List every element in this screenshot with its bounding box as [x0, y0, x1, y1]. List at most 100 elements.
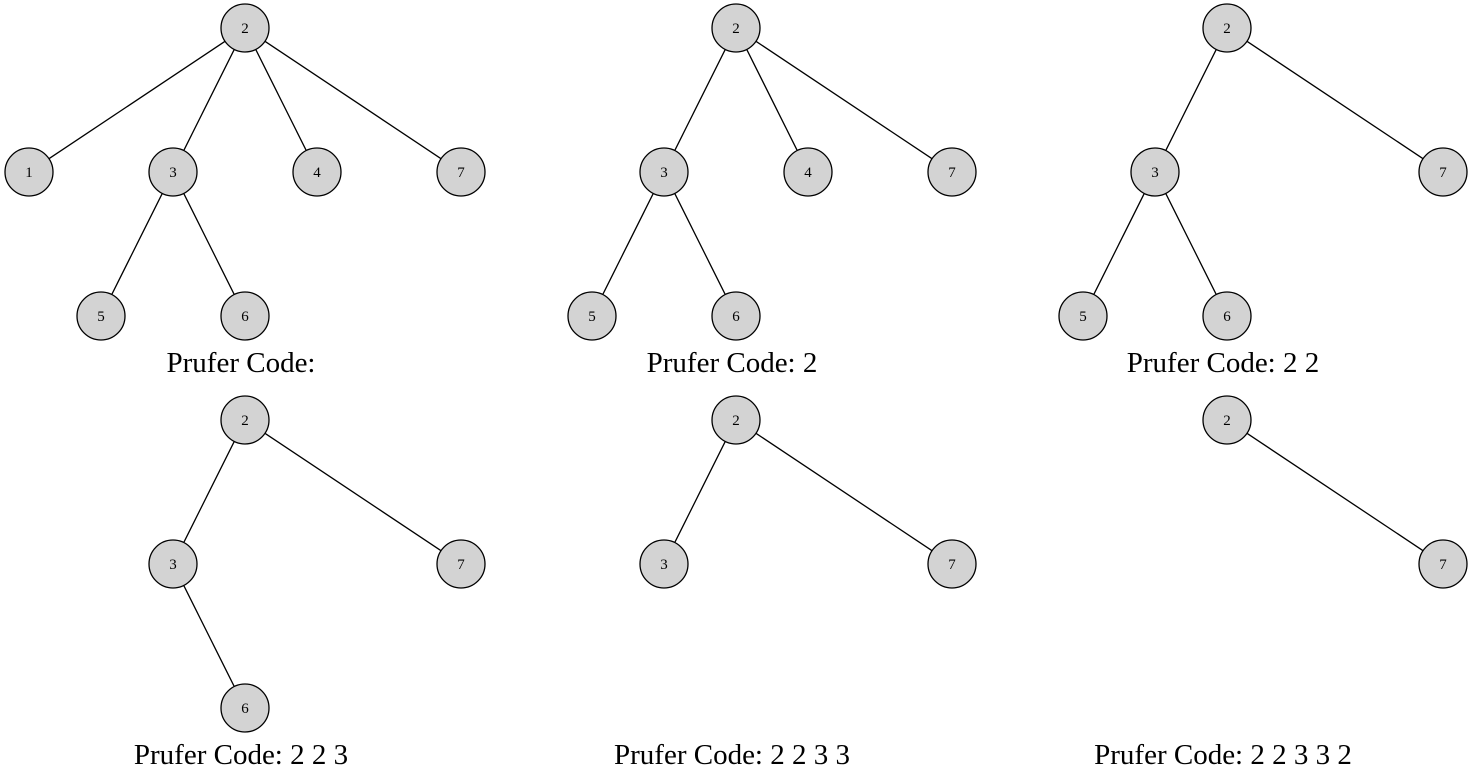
node-label: 2	[732, 21, 740, 37]
tree-node-3: 3	[148, 539, 198, 589]
node-circle	[220, 3, 270, 53]
tree-node-3: 3	[1130, 147, 1180, 197]
node-circle	[1130, 147, 1180, 197]
node-circle	[148, 147, 198, 197]
tree-node-7: 7	[927, 539, 977, 589]
node-label: 2	[1223, 21, 1231, 37]
edge-2-4	[746, 49, 798, 151]
node-label: 6	[241, 309, 249, 325]
tree-node-2: 2	[1202, 395, 1252, 445]
edge-3-5	[111, 193, 163, 295]
tree-node-7: 7	[436, 539, 486, 589]
node-label: 5	[1079, 309, 1087, 325]
node-label: 3	[169, 165, 177, 181]
node-circle	[639, 539, 689, 589]
node-circle	[1202, 291, 1252, 341]
node-label: 4	[313, 165, 321, 181]
prufer-code-caption: Prufer Code: 2 2 3	[134, 739, 348, 771]
node-label: 7	[457, 557, 465, 573]
node-label: 7	[1439, 165, 1447, 181]
tree-node-4: 4	[783, 147, 833, 197]
node-circle	[1202, 395, 1252, 445]
tree-node-2: 2	[711, 3, 761, 53]
edge-2-1	[48, 40, 226, 160]
node-circle	[639, 147, 689, 197]
tree-node-3: 3	[639, 147, 689, 197]
node-label: 5	[588, 309, 596, 325]
node-circle	[711, 395, 761, 445]
node-label: 7	[948, 165, 956, 181]
node-circle	[292, 147, 342, 197]
edge-2-3	[674, 49, 726, 151]
node-circle	[1418, 539, 1468, 589]
edge-2-7	[1246, 432, 1424, 552]
tree-node-2: 2	[1202, 3, 1252, 53]
tree-node-4: 4	[292, 147, 342, 197]
node-label: 3	[1151, 165, 1159, 181]
node-circle	[927, 539, 977, 589]
node-circle	[220, 291, 270, 341]
edge-2-7	[1246, 40, 1424, 160]
prufer-code-caption: Prufer Code: 2 2 3 3 2	[1094, 739, 1352, 771]
tree-node-7: 7	[1418, 147, 1468, 197]
tree-node-2: 2	[220, 3, 270, 53]
node-label: 1	[25, 165, 33, 181]
tree-node-6: 6	[220, 683, 270, 733]
tree-node-2: 2	[711, 395, 761, 445]
edge-2-4	[255, 49, 307, 151]
node-circle	[711, 3, 761, 53]
node-circle	[436, 539, 486, 589]
node-label: 6	[241, 701, 249, 717]
node-label: 2	[241, 21, 249, 37]
tree-node-5: 5	[76, 291, 126, 341]
edge-3-5	[1093, 193, 1145, 295]
node-label: 5	[97, 309, 105, 325]
edge-2-7	[264, 40, 442, 160]
node-label: 6	[1223, 309, 1231, 325]
tree-node-7: 7	[1418, 539, 1468, 589]
tree-node-5: 5	[567, 291, 617, 341]
node-label: 2	[241, 413, 249, 429]
node-label: 2	[732, 413, 740, 429]
edge-3-6	[1165, 193, 1217, 295]
node-circle	[148, 539, 198, 589]
tree-node-7: 7	[927, 147, 977, 197]
prufer-code-caption: Prufer Code:	[167, 347, 316, 379]
node-label: 7	[457, 165, 465, 181]
tree-node-1: 1	[4, 147, 54, 197]
tree-node-5: 5	[1058, 291, 1108, 341]
node-circle	[711, 291, 761, 341]
node-circle	[783, 147, 833, 197]
node-circle	[1418, 147, 1468, 197]
node-circle	[4, 147, 54, 197]
tree-node-6: 6	[1202, 291, 1252, 341]
tree-node-3: 3	[148, 147, 198, 197]
node-circle	[1202, 3, 1252, 53]
node-circle	[220, 683, 270, 733]
edge-3-6	[674, 193, 726, 295]
node-label: 3	[660, 557, 668, 573]
prufer-code-caption: Prufer Code: 2 2	[1127, 347, 1320, 379]
node-circle	[76, 291, 126, 341]
edge-3-6	[183, 585, 235, 687]
node-label: 6	[732, 309, 740, 325]
prufer-code-caption: Prufer Code: 2 2 3 3	[614, 739, 850, 771]
node-label: 7	[948, 557, 956, 573]
tree-node-3: 3	[639, 539, 689, 589]
node-circle	[567, 291, 617, 341]
node-label: 4	[804, 165, 812, 181]
edge-3-5	[602, 193, 654, 295]
tree-node-6: 6	[220, 291, 270, 341]
tree-node-6: 6	[711, 291, 761, 341]
edge-2-7	[755, 40, 933, 160]
node-circle	[927, 147, 977, 197]
node-circle	[220, 395, 270, 445]
edge-2-7	[755, 432, 933, 552]
edge-2-3	[1165, 49, 1217, 151]
node-circle	[436, 147, 486, 197]
